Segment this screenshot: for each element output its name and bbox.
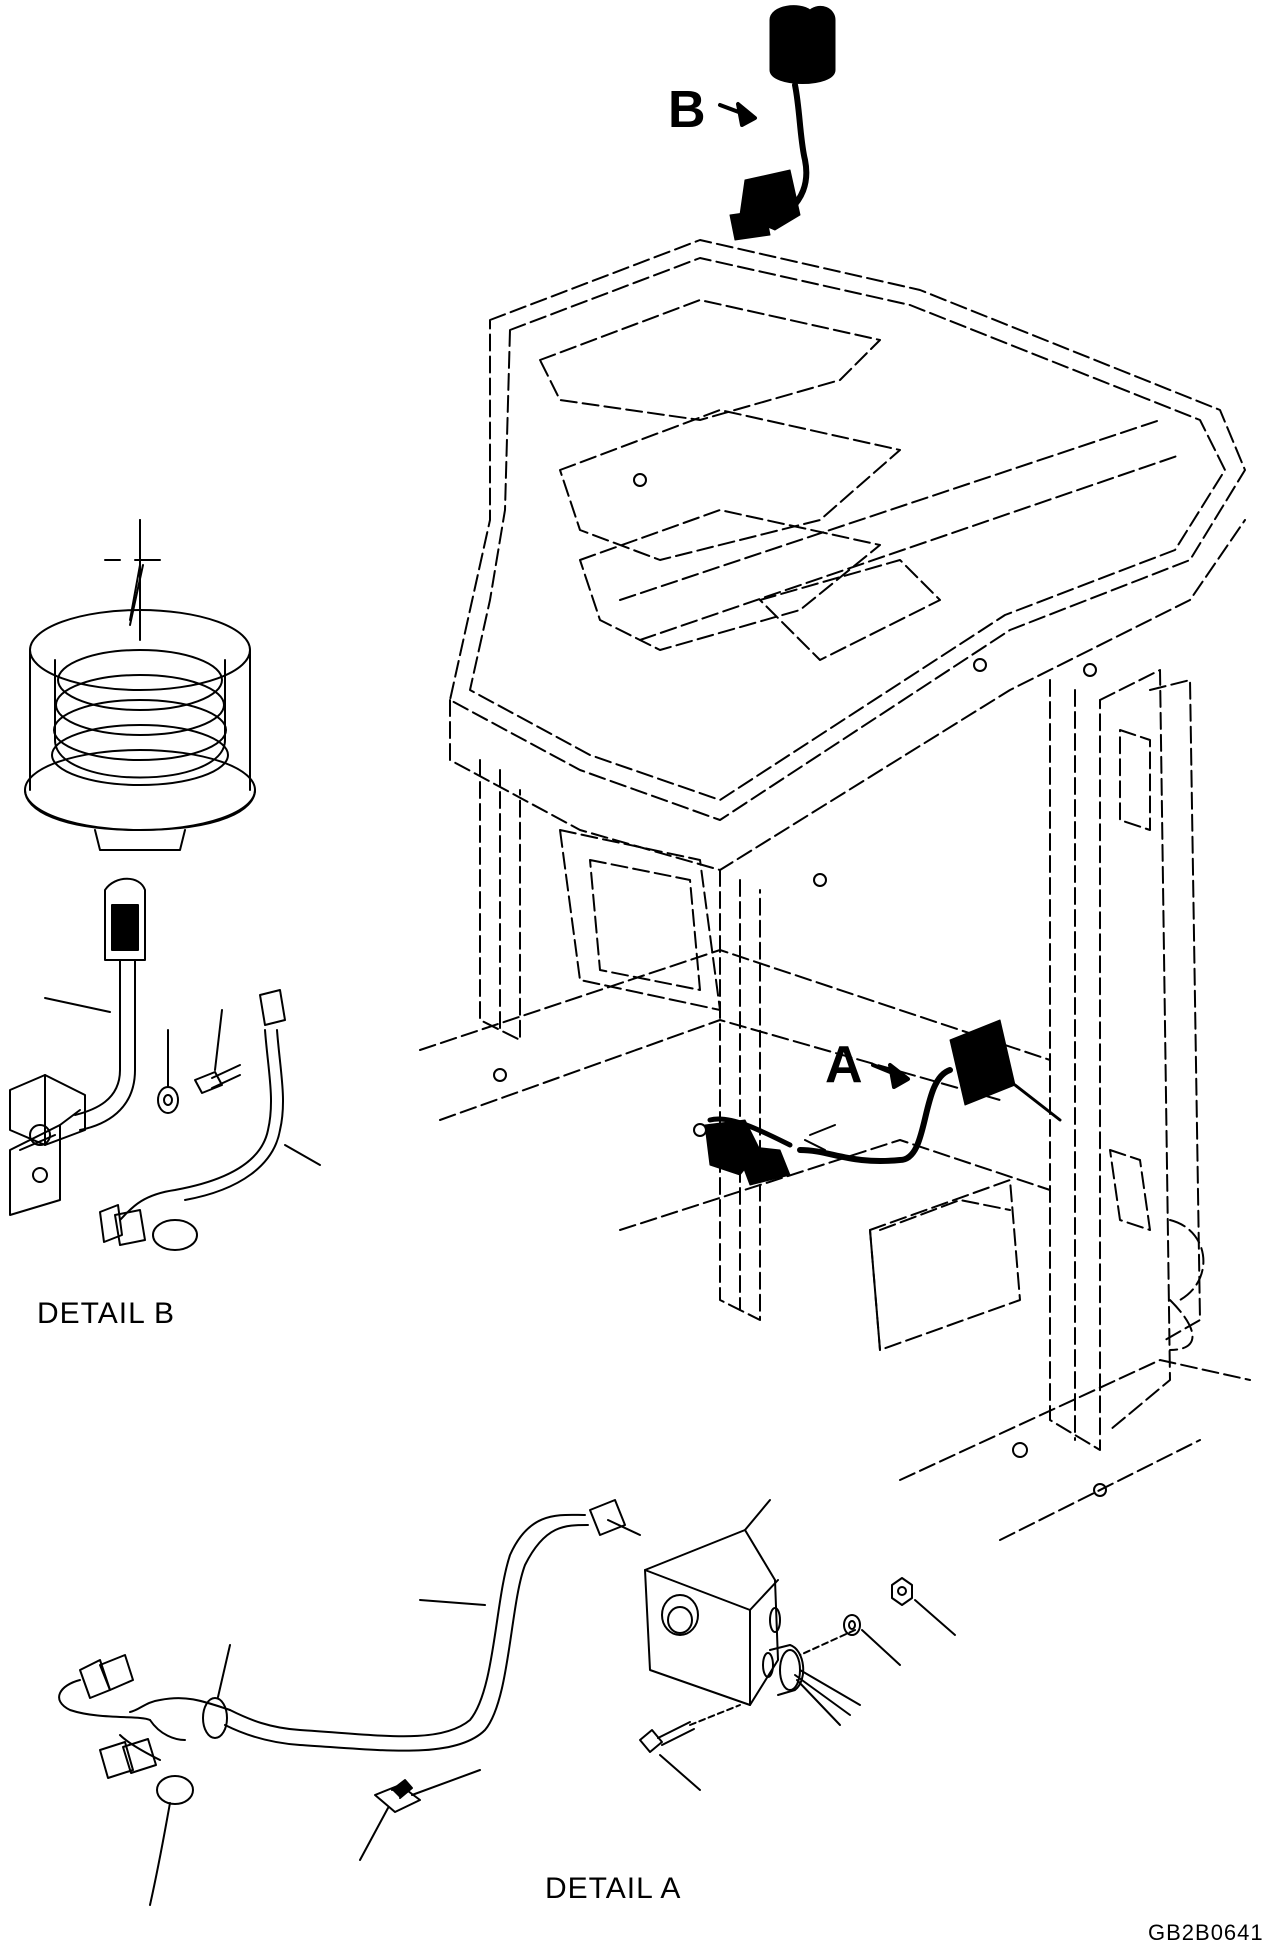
leader-bracket — [44, 997, 111, 1013]
bolt-a-icon — [639, 1721, 695, 1753]
detail-a-label: DETAIL A — [545, 1872, 682, 1905]
frame-fasteners — [493, 473, 1107, 1497]
callout-arrows — [718, 102, 910, 1089]
washer-a-icon — [843, 1614, 861, 1636]
callout-a-label: A — [825, 1036, 863, 1094]
detail-a-relay-icon — [644, 1499, 861, 1726]
beacon-lamp-icon — [729, 5, 836, 241]
washer-icon — [157, 1086, 179, 1114]
harness-a-icon — [58, 1499, 641, 1906]
cab-frame — [419, 239, 1251, 1541]
harness-icon — [99, 989, 286, 1251]
drawing-code: GB2B0641 — [1148, 1920, 1264, 1945]
callout-b-label: B — [668, 81, 706, 139]
bracket-icon — [9, 877, 146, 1216]
leader-harness-b — [284, 1144, 321, 1166]
nut-icon — [891, 1577, 913, 1606]
leader-beacon — [129, 564, 141, 621]
detail-b-label: DETAIL B — [37, 1297, 176, 1330]
leader-harness-a — [419, 1599, 486, 1606]
relay-box-icon — [704, 1019, 1062, 1186]
bolt-icon — [194, 1064, 241, 1094]
clip-icon — [374, 1779, 421, 1813]
